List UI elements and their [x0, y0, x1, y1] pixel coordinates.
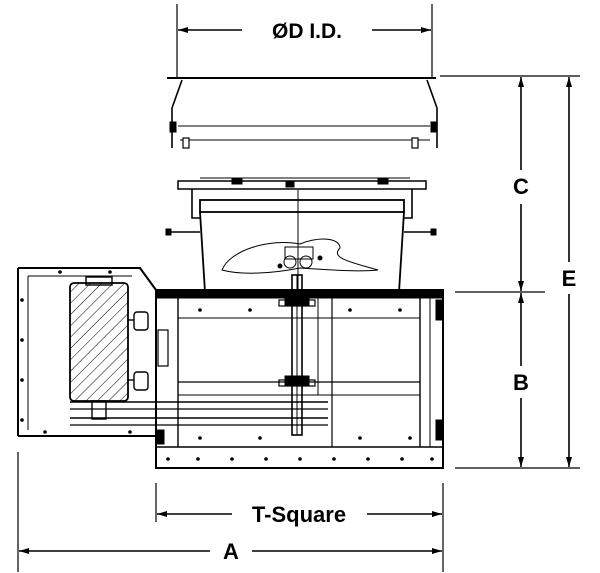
t-square-label: T-Square	[252, 502, 346, 527]
dimension-lines	[19, 27, 572, 554]
diameter-label: ØD I.D.	[272, 20, 342, 43]
lower-fan-box	[70, 274, 444, 469]
dimension-b-label: B	[513, 370, 529, 395]
dimension-c-label: C	[513, 174, 529, 199]
motor-enclosure	[17, 267, 157, 437]
dimension-a-label: A	[223, 539, 239, 564]
top-stack	[165, 77, 438, 293]
dimension-e-label: E	[562, 266, 577, 291]
extension-lines	[17, 4, 580, 572]
